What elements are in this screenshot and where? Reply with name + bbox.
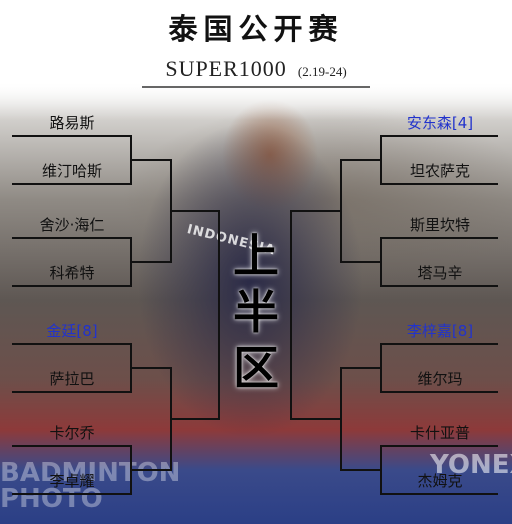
left-player-4: 科希特	[49, 264, 95, 282]
right-slot-line-2	[380, 183, 498, 185]
right-player-7: 卡什亚普	[409, 424, 470, 442]
left-slot-line-1	[12, 135, 132, 137]
left-slot-line-2	[12, 183, 132, 185]
right-slot-line-3	[380, 237, 498, 239]
left-player-6: 萨拉巴	[49, 370, 95, 388]
right-player-5: 李梓嘉[8]	[406, 322, 474, 340]
right-r3-line-2	[290, 418, 342, 420]
tournament-dates: (2.19-24)	[297, 64, 347, 79]
left-r2-line-3	[130, 367, 172, 369]
right-r2-line-2	[340, 261, 382, 263]
left-player-1: 路易斯	[49, 114, 95, 132]
half-label-char-2: 半	[233, 285, 279, 339]
header-fade	[0, 0, 512, 120]
page-subtitle: SUPER1000 (2.19-24)	[0, 56, 512, 82]
left-player-7: 卡尔乔	[49, 424, 95, 442]
left-r2-line-2	[130, 261, 172, 263]
sponsor-logo: YONEX	[430, 450, 512, 480]
right-slot-line-6	[380, 391, 498, 393]
left-r2-line-4	[130, 469, 172, 471]
watermark-line-2: PHOTO	[0, 484, 103, 514]
left-player-5: 金廷[8]	[46, 322, 98, 340]
left-r3-line-1	[170, 210, 220, 212]
page-title: 泰国公开赛	[168, 12, 344, 46]
left-slot-line-8	[12, 493, 132, 495]
half-label-char-3: 区	[233, 341, 279, 395]
right-slot-line-1	[380, 135, 498, 137]
right-player-8: 杰姆克	[417, 472, 463, 490]
right-r2-line-3	[340, 367, 382, 369]
left-player-8: 李卓耀	[49, 472, 95, 490]
right-player-1: 安东森[4]	[406, 114, 474, 132]
right-slot-line-4	[380, 285, 498, 287]
left-player-3: 舍沙·海仁	[39, 216, 105, 234]
right-slot-line-5	[380, 343, 498, 345]
right-player-4: 塔马辛	[417, 264, 463, 282]
tournament-level: SUPER1000	[165, 56, 287, 81]
right-player-3: 斯里坎特	[409, 216, 470, 234]
watermark-line-1: BADMINTON	[0, 458, 181, 488]
right-player-2: 坦农萨克	[409, 162, 470, 180]
right-r3-line-1	[290, 210, 342, 212]
left-slot-line-5	[12, 343, 132, 345]
right-slot-line-7	[380, 445, 498, 447]
right-r2-line-4	[340, 469, 382, 471]
left-slot-line-6	[12, 391, 132, 393]
left-r3-connector	[218, 210, 220, 420]
left-slot-line-3	[12, 237, 132, 239]
right-r2-line-1	[340, 159, 382, 161]
left-slot-line-4	[12, 285, 132, 287]
left-r2-line-1	[130, 159, 172, 161]
left-r3-line-2	[170, 418, 220, 420]
right-r3-connector	[290, 210, 292, 420]
right-slot-line-8	[380, 493, 498, 495]
title-divider	[142, 86, 370, 88]
half-label-char-1: 上	[233, 229, 279, 283]
left-slot-line-7	[12, 445, 132, 447]
photo-watermark: BADMINTON PHOTO	[0, 458, 181, 514]
left-player-2: 维汀哈斯	[41, 162, 102, 180]
right-player-6: 维尔玛	[417, 370, 463, 388]
